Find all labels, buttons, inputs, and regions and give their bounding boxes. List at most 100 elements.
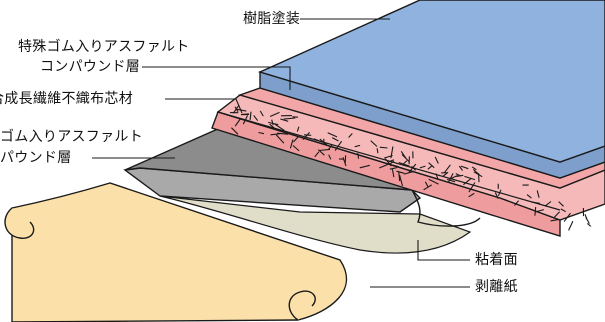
fiber-stroke [378, 162, 391, 169]
fiber-stroke [302, 132, 311, 140]
label-resin-coating: 樹脂塗装 [243, 11, 301, 27]
fiber-stroke [428, 162, 435, 169]
fiber-stroke [497, 189, 502, 197]
fiber-stroke [471, 166, 477, 171]
fiber-stroke [563, 212, 571, 222]
fiber-stroke [357, 153, 360, 159]
fiber-stroke [399, 174, 404, 187]
fiber-stroke [435, 173, 439, 180]
fiber-stroke [419, 165, 426, 169]
fiber-stroke [258, 131, 265, 135]
fiber-stroke [236, 108, 247, 112]
fiber-stroke [388, 163, 399, 168]
rubber-compound-roll-edge [411, 189, 481, 227]
fiber-stroke [314, 151, 320, 158]
fiber-stroke [585, 217, 590, 224]
fiber-stroke [434, 156, 439, 164]
label-rubber-line1: ゴム入りアスファルト [0, 129, 143, 145]
fiber-stroke [334, 140, 343, 151]
fiber-stroke [241, 113, 249, 115]
fiber-stroke [428, 178, 439, 185]
fiber-stroke [494, 192, 499, 199]
fiber-stroke [289, 139, 294, 149]
fiber-stroke [253, 115, 259, 122]
fiber-stroke [319, 148, 331, 152]
fiber-stroke [280, 118, 289, 122]
fiber-stroke [396, 170, 405, 174]
fiber-stroke [513, 200, 520, 206]
fiber-stroke [568, 220, 574, 231]
fiber-stroke [259, 110, 264, 117]
fiber-stroke [390, 146, 394, 159]
fiber-stroke [560, 208, 566, 213]
release-paper-sheet [11, 182, 347, 322]
label-special-rubber-line2: コンパウンド層 [40, 59, 141, 75]
fiber-stroke [376, 148, 379, 154]
label-special-rubber-line1: 特殊ゴム入りアスファルト [18, 39, 190, 55]
fiber-stroke [444, 164, 451, 173]
fiber-stroke [388, 159, 395, 163]
fiber-stroke [274, 123, 285, 132]
fiber-stroke [249, 111, 252, 121]
fiber-stroke [558, 201, 564, 207]
fiber-stroke [550, 219, 559, 222]
fiber-stroke [328, 154, 332, 160]
release-paper-curl [4, 207, 35, 239]
resin-coating-top [258, 0, 605, 163]
fiber-stroke [327, 132, 338, 138]
fiber-stroke [370, 140, 378, 147]
fiber-stroke [447, 173, 454, 183]
fiber-stroke [231, 127, 239, 135]
leader-special-compound [142, 66, 291, 90]
fiber-stroke [296, 126, 300, 132]
fiber-stroke [271, 119, 274, 126]
label-nonwoven-core: 合成長繊維不織布芯材 [0, 91, 133, 107]
fiber-stroke [411, 165, 416, 171]
fiber-stroke [319, 138, 328, 146]
label-release-paper: 剥離紙 [475, 279, 518, 295]
fiber-stroke [348, 133, 353, 138]
fiber-stroke [446, 178, 456, 183]
fiber-stroke [442, 171, 449, 178]
fiber-stroke [458, 165, 463, 171]
fiber-stroke [391, 169, 395, 178]
fiber-stroke [269, 123, 277, 130]
fiber-stroke [456, 174, 464, 178]
fiber-stroke [398, 172, 401, 182]
fiber-stroke [468, 192, 475, 198]
label-adhesive-surface: 粘着面 [475, 252, 518, 268]
fiber-stroke [269, 111, 280, 118]
label-rubber-line2: パウンド層 [0, 150, 72, 166]
fiber-stroke [424, 181, 429, 188]
fiber-stroke [398, 161, 410, 167]
nonwoven-fiber-pattern [230, 104, 597, 232]
fiber-stroke [242, 115, 249, 125]
fiber-stroke [554, 211, 560, 218]
fiber-stroke [313, 138, 323, 143]
fiber-stroke [359, 164, 370, 169]
fiber-stroke [544, 201, 552, 207]
fiber-stroke [389, 167, 398, 170]
fiber-stroke [234, 117, 242, 127]
fiber-stroke [536, 190, 540, 198]
fiber-stroke [463, 177, 472, 186]
fiber-stroke [526, 194, 532, 199]
adhesive-surface-layer [159, 195, 472, 254]
fiber-stroke [460, 165, 469, 170]
fiber-stroke [468, 182, 476, 193]
fiber-stroke [328, 144, 333, 150]
leader-adhesive [417, 240, 470, 261]
fiber-stroke [464, 175, 476, 181]
fiber-stroke [423, 184, 432, 191]
fiber-stroke [401, 154, 410, 163]
fiber-stroke [234, 106, 239, 113]
fiber-stroke [449, 174, 458, 180]
fiber-stroke [534, 206, 537, 216]
fiber-stroke [587, 222, 597, 232]
fiber-stroke [270, 133, 280, 136]
fiber-stroke [303, 134, 312, 136]
release-paper-right-curl [288, 290, 316, 321]
fiber-stroke [379, 146, 388, 149]
